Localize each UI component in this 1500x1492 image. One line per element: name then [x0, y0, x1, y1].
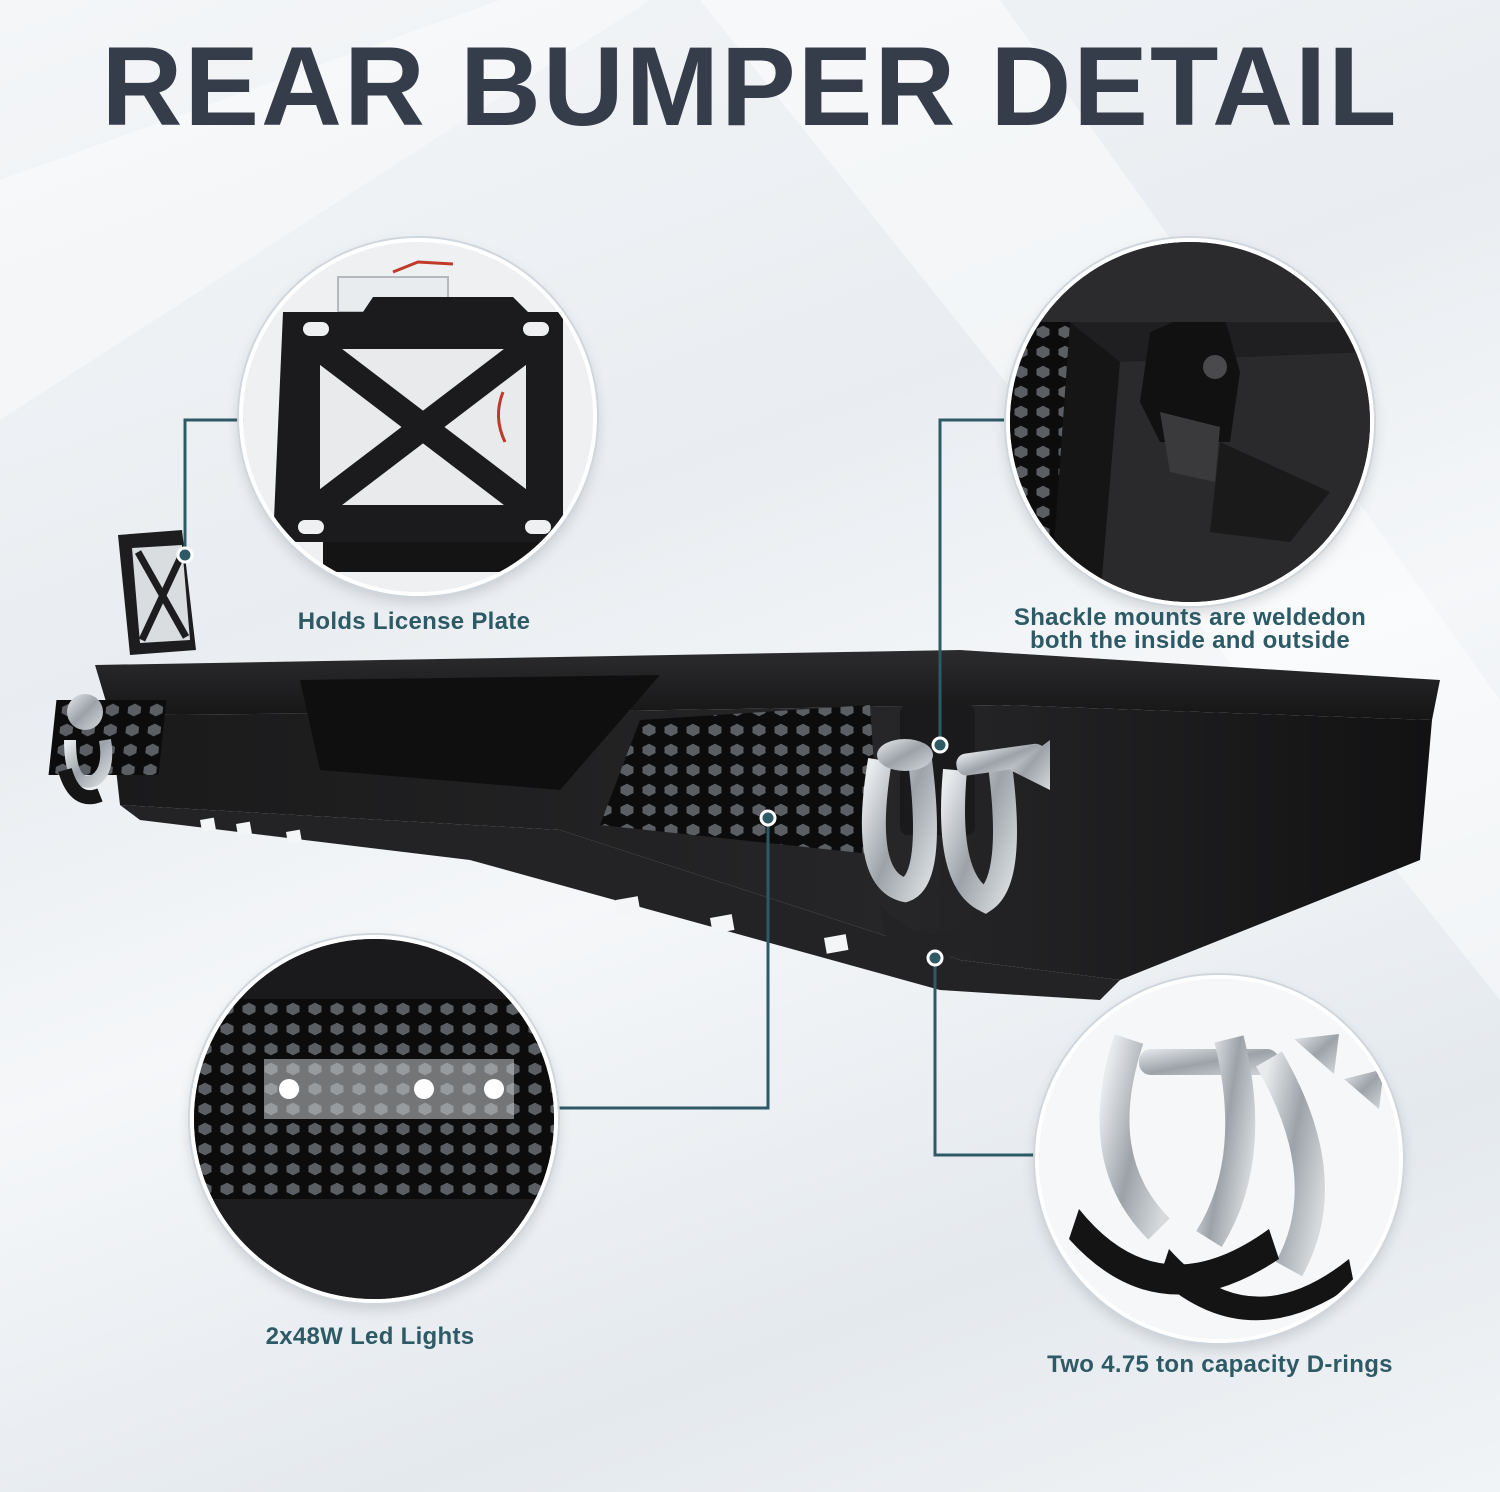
left-shackle	[58, 694, 113, 805]
shackle-mount-detail	[1006, 238, 1374, 606]
caption-shackle-mounts: Shackle mounts are weldedon both the ins…	[980, 604, 1400, 654]
caption-d-rings: Two 4.75 ton capacity D-rings	[1047, 1351, 1393, 1378]
caption-led-lights: 2x48W Led Lights	[265, 1323, 475, 1350]
caption-shackle-line1: Shackle mounts are weldedon	[1013, 604, 1367, 631]
caption-license-plate: Holds License Plate	[297, 608, 531, 635]
page-title: REAR BUMPER DETAIL	[101, 24, 1399, 149]
license-bracket-small	[118, 530, 196, 655]
led-lights-detail	[190, 935, 558, 1303]
d-rings-detail	[1035, 975, 1403, 1343]
caption-shackle-line2: both the inside and outside	[1029, 627, 1351, 654]
leader-lines	[183, 418, 1100, 1157]
right-shackle	[861, 705, 1050, 959]
right-grille	[600, 705, 880, 855]
license-plate-detail	[239, 238, 597, 596]
